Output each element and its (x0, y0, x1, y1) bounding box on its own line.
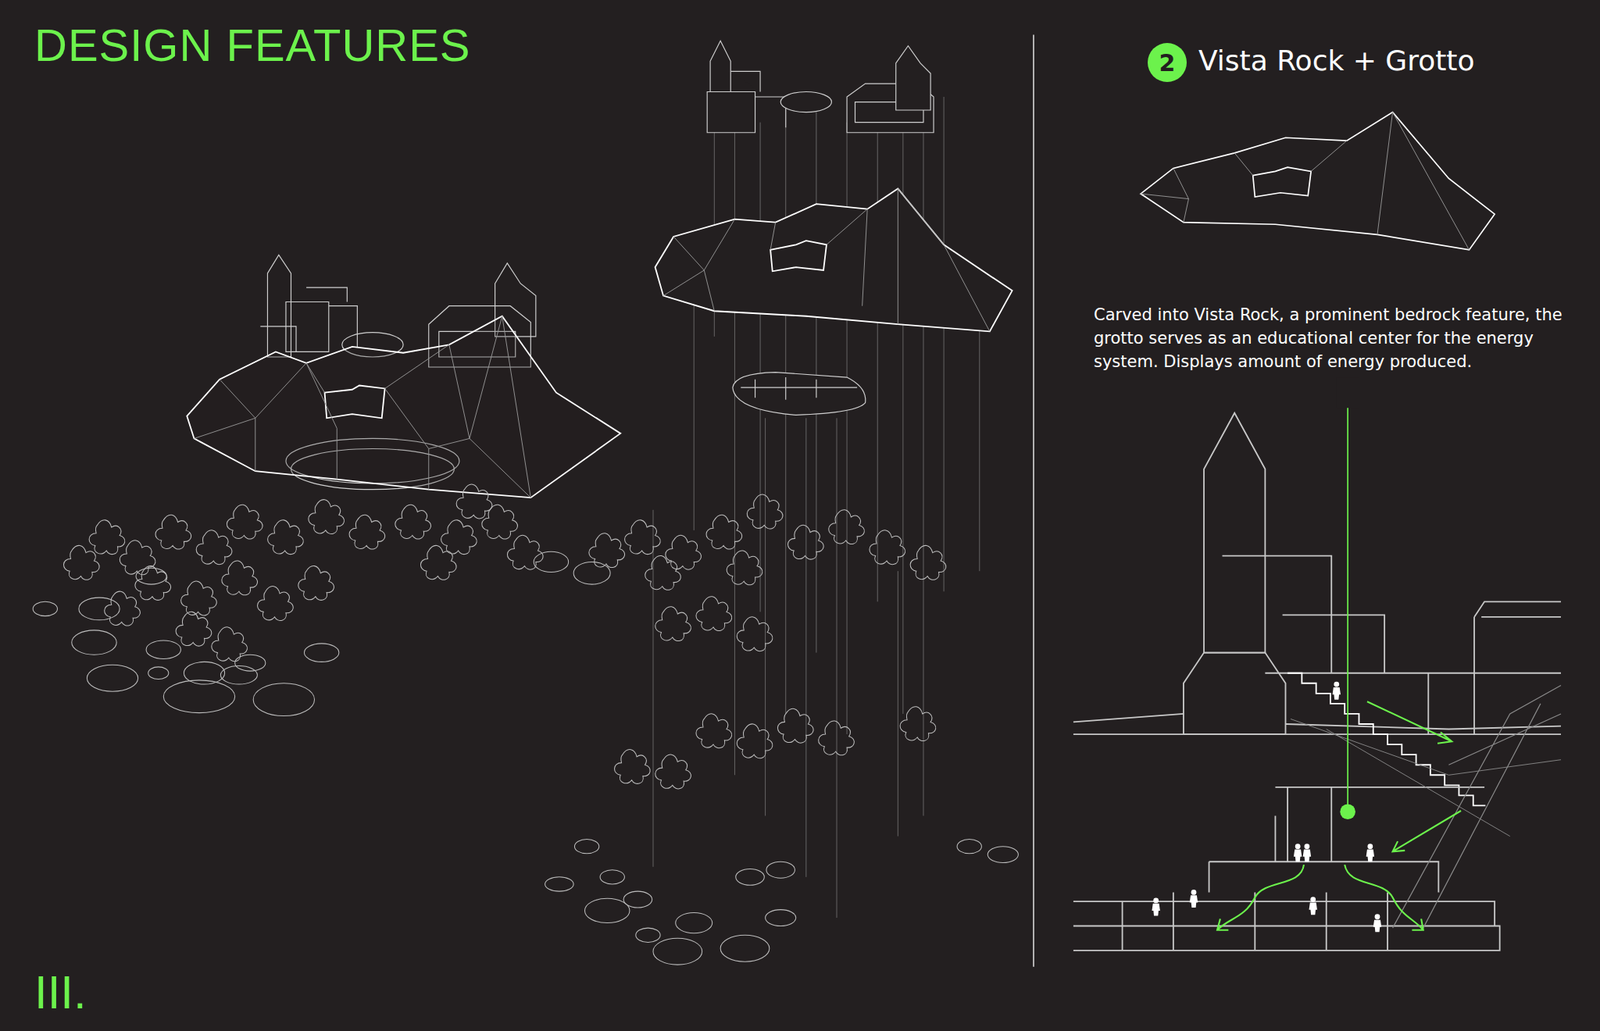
leader-dot (1339, 803, 1356, 820)
callout-circle: 2 (1147, 42, 1187, 83)
ground-circles (32, 551, 611, 716)
page-title: DESIGN FEATURES (34, 18, 472, 72)
divider (1032, 34, 1034, 967)
section-number: III. (34, 965, 87, 1020)
description: Carved into Vista Rock, a prominent bedr… (1093, 303, 1594, 374)
callout-number: 2 (1159, 49, 1176, 77)
flow-arrows (1217, 387, 1461, 931)
exploded-blobs (589, 494, 947, 790)
vista-rock-exploded (655, 189, 1013, 333)
leader-line (1346, 387, 1349, 812)
people (1151, 682, 1382, 933)
ground-blobs (63, 484, 543, 662)
grotto-section (1073, 413, 1561, 951)
vista-rock-icon (1140, 112, 1495, 250)
vista-rock (186, 316, 621, 498)
section-heading: Vista Rock + Grotto (1198, 44, 1475, 77)
